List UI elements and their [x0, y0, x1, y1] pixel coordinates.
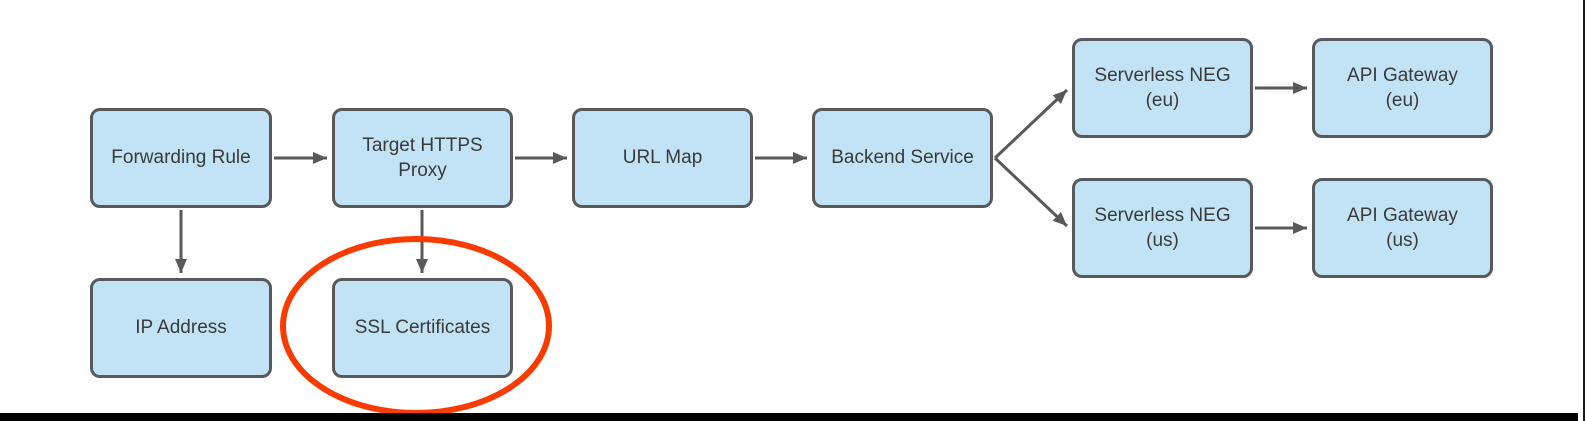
node-target-https-proxy: Target HTTPS Proxy [332, 108, 513, 208]
node-url-map: URL Map [572, 108, 753, 208]
node-api-gateway-eu: API Gateway (eu) [1312, 38, 1493, 138]
bottom-border-bar [0, 413, 1578, 421]
right-border-line [1583, 0, 1585, 421]
node-serverless-neg-us: Serverless NEG (us) [1072, 178, 1253, 278]
node-backend-service: Backend Service [812, 108, 993, 208]
edge-backend-service-to-serverless-neg-us [993, 156, 1069, 228]
edge-backend-service-to-serverless-neg-eu [993, 88, 1069, 160]
node-ip-address: IP Address [90, 278, 272, 378]
node-ssl-certificates: SSL Certificates [332, 278, 513, 378]
node-forwarding-rule: Forwarding Rule [90, 108, 272, 208]
node-api-gateway-us: API Gateway (us) [1312, 178, 1493, 278]
node-serverless-neg-eu: Serverless NEG (eu) [1072, 38, 1253, 138]
